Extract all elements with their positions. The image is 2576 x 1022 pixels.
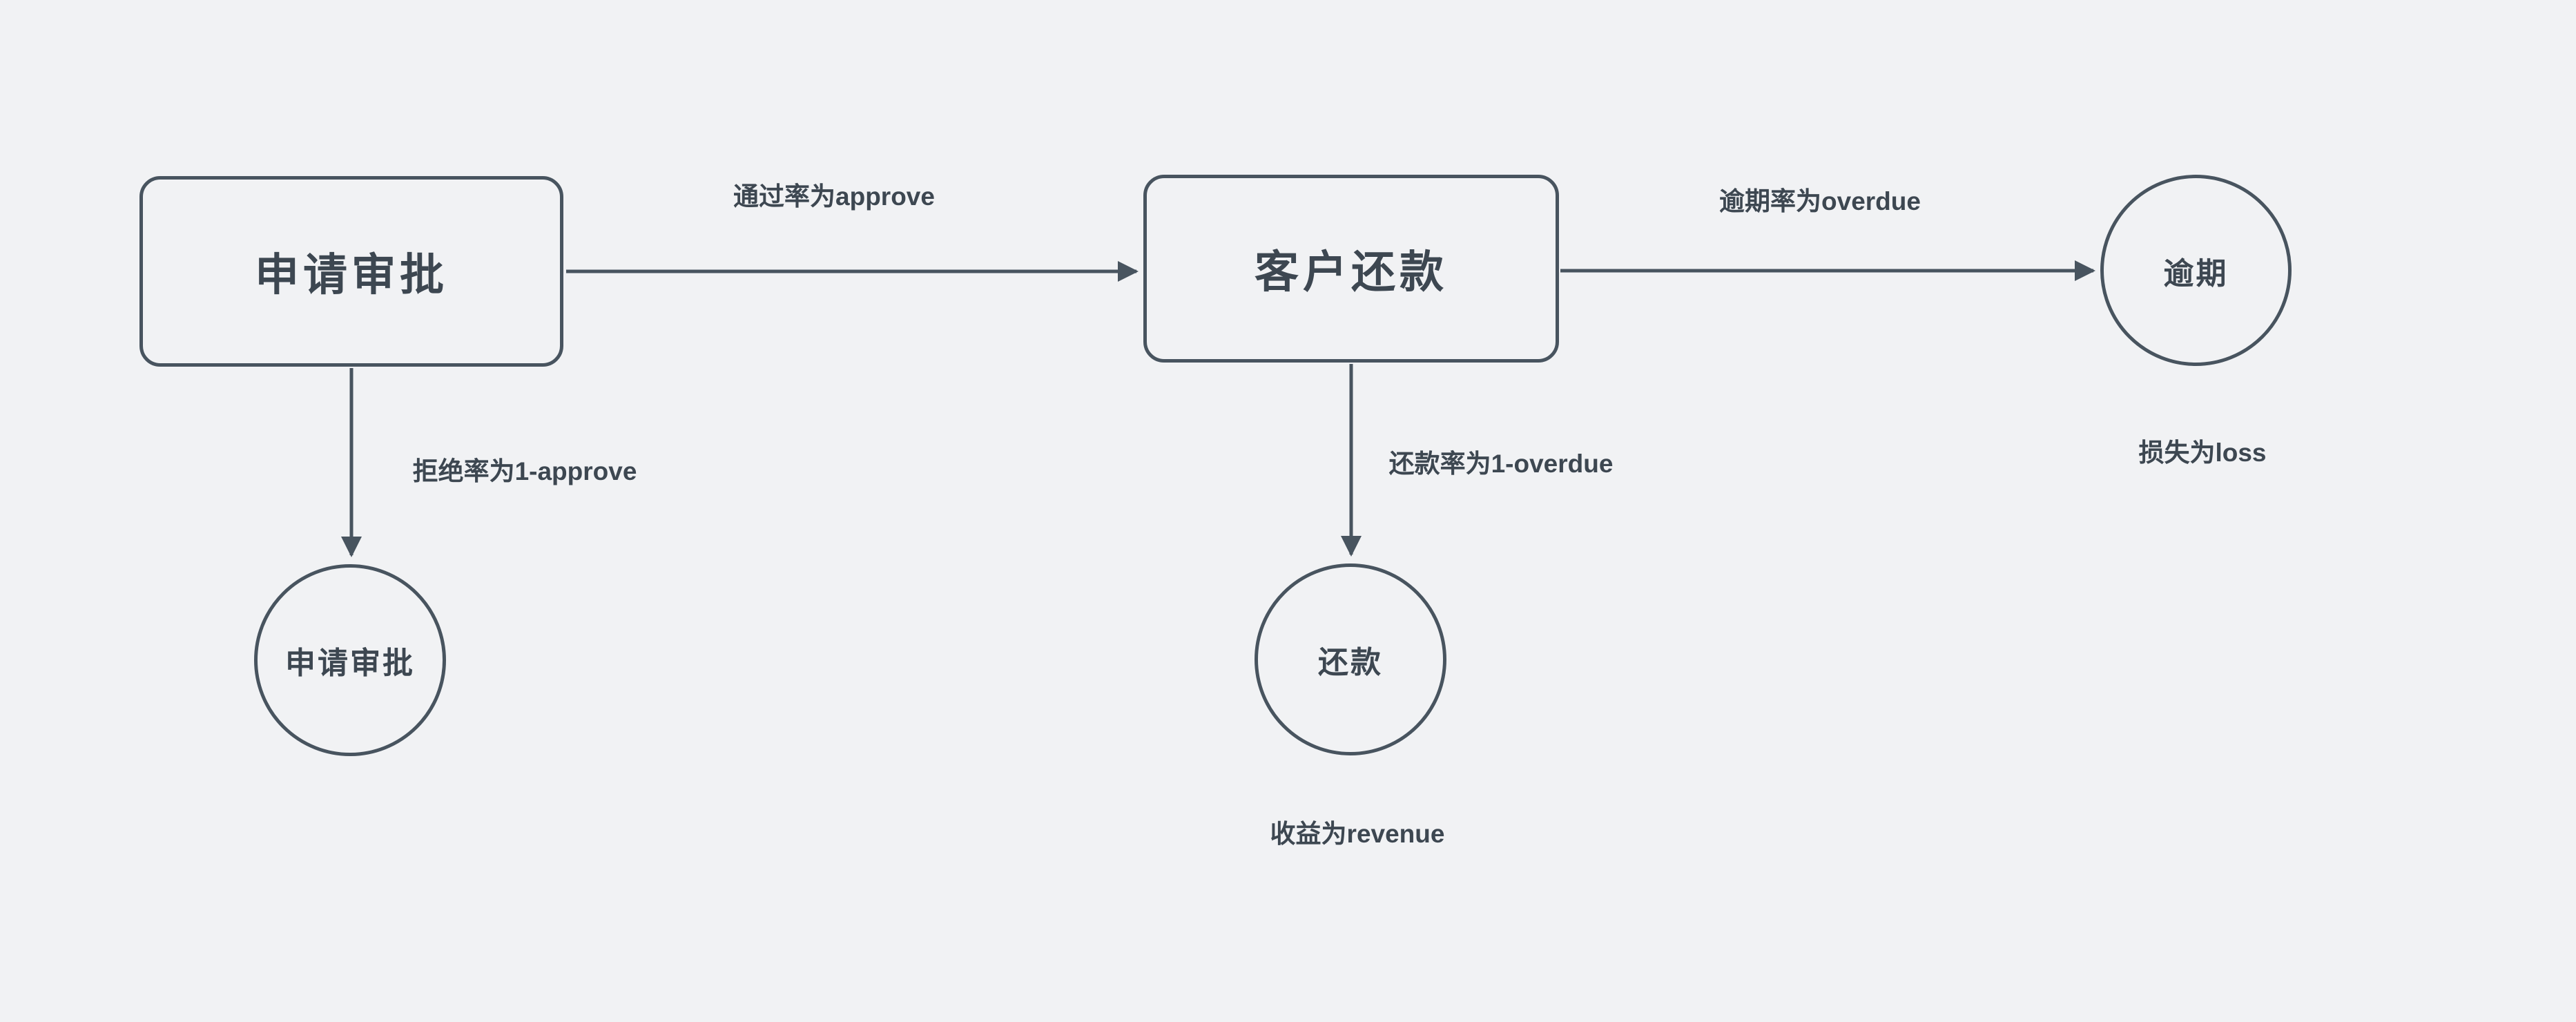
edge-label-approve-rate: 通过率为approve — [733, 182, 935, 211]
node-overdue-circle[interactable]: 逾期 — [2100, 175, 2292, 366]
node-application-approval-box[interactable]: 申请审批 — [139, 176, 563, 367]
annotation-revenue: 收益为revenue — [1270, 820, 1445, 848]
edge-label-repay-rate: 还款率为1-overdue — [1388, 450, 1614, 478]
node-overdue-label: 逾期 — [2163, 256, 2229, 291]
node-rejected-label: 申请审批 — [285, 646, 415, 680]
node-rejected-circle[interactable]: 申请审批 — [254, 564, 446, 756]
node-customer-repayment-box[interactable]: 客户还款 — [1143, 175, 1559, 363]
annotation-loss: 损失为loss — [2138, 438, 2267, 467]
node-application-approval-label: 申请审批 — [255, 250, 448, 300]
edge-label-reject-rate: 拒绝率为1-approve — [412, 457, 637, 485]
node-customer-repayment-label: 客户还款 — [1255, 247, 1448, 297]
node-repaid-circle[interactable]: 还款 — [1255, 563, 1446, 755]
edge-label-overdue-rate: 逾期率为overdue — [1719, 187, 1921, 215]
node-repaid-label: 还款 — [1318, 646, 1383, 679]
